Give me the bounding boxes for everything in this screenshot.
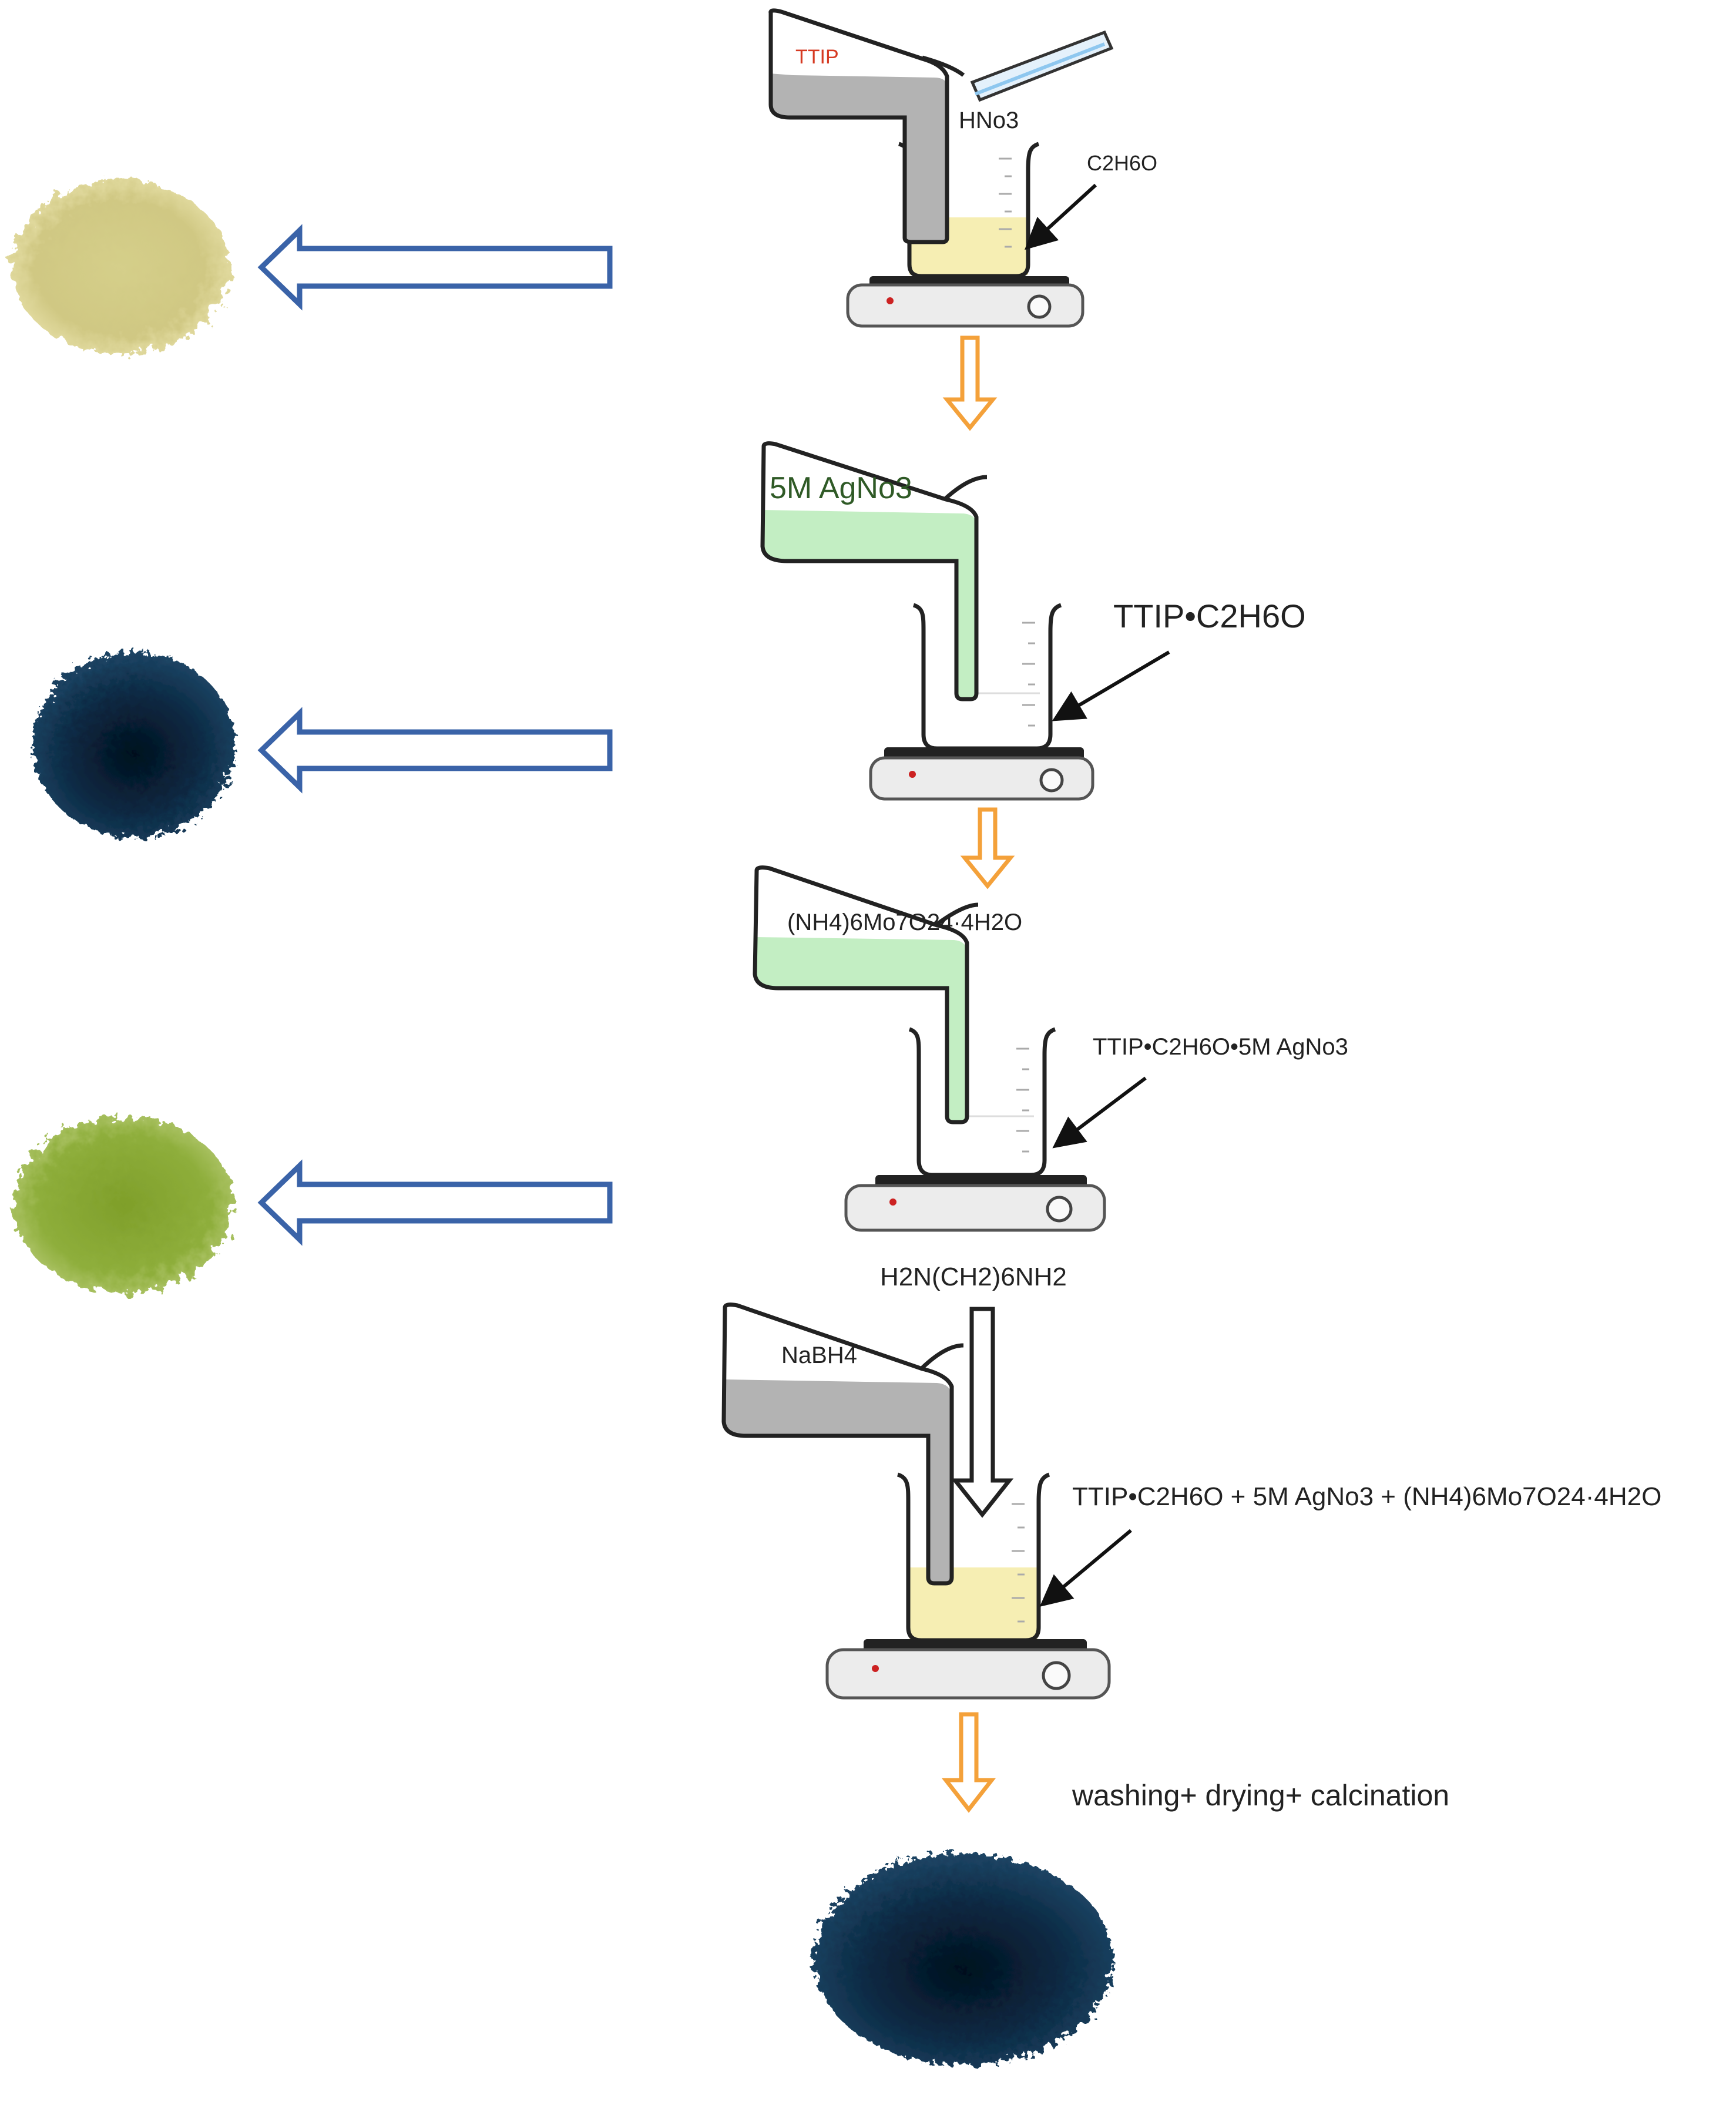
arrow-label: TTIP•C2H6O <box>1113 597 1306 634</box>
indicator-light-icon <box>872 1665 879 1672</box>
pipette-label: HNo3 <box>959 108 1019 133</box>
hotplate-icon <box>869 747 1094 801</box>
powder-sample-image <box>13 1116 234 1292</box>
pouring-flask-icon <box>721 1302 964 1586</box>
flask-label: 5M AgNo3 <box>770 471 912 505</box>
knob-icon <box>1027 294 1052 319</box>
hotplate-icon <box>825 1639 1111 1700</box>
process-label: washing+ drying+ calcination <box>1072 1779 1449 1812</box>
pouring-flask-icon <box>753 865 979 1124</box>
step-2: 5M AgNo3 TTIP•C2H6O <box>33 441 1306 838</box>
side-arrow-left <box>257 224 613 311</box>
flow-arrow-down <box>951 1307 1014 1518</box>
indicator-light-icon <box>887 297 894 304</box>
pipette-icon <box>970 30 1114 102</box>
beaker-icon <box>912 603 1062 751</box>
indicator-light-icon <box>889 1198 896 1206</box>
knob-icon <box>1042 1661 1071 1690</box>
arrow-label: TTIP•C2H6O•5M AgNo3 <box>1093 1034 1348 1060</box>
final-powder-image <box>814 1854 1113 2065</box>
flask-label: TTIP <box>795 46 839 68</box>
hotplate-icon <box>844 1175 1106 1232</box>
indicator-light-icon <box>909 771 916 778</box>
pointer-arrow <box>1052 650 1170 721</box>
beaker-icon <box>908 1027 1056 1177</box>
pouring-flask-icon <box>760 441 988 701</box>
flow-arrow-down <box>960 807 1015 889</box>
pointer-arrow <box>1039 1529 1132 1607</box>
top-label: H2N(CH2)6NH2 <box>880 1263 1067 1291</box>
flow-arrow-down <box>941 1712 996 1813</box>
pointer-arrow <box>1052 1076 1147 1149</box>
knob-icon <box>1046 1196 1073 1223</box>
arrow-label: C2H6O <box>1087 151 1157 175</box>
side-arrow-left <box>257 707 613 794</box>
arrow-label: TTIP•C2H6O + 5M AgNo3 + (NH4)6Mo7O24·4H2… <box>1072 1482 1661 1511</box>
side-arrow-left <box>257 1159 613 1246</box>
powder-sample-image <box>12 180 229 354</box>
powder-sample-image <box>33 652 235 838</box>
knob-icon <box>1039 768 1064 793</box>
flask-label: NaBH4 <box>781 1342 857 1368</box>
flow-arrow-down <box>942 335 998 431</box>
pouring-flask-icon <box>768 8 965 244</box>
flask-label: (NH4)6Mo7O24·4H2O <box>787 909 1022 935</box>
step-4: H2N(CH2)6NH2 NaBH4 TTIP•C2H6O + 5M AgNo3… <box>721 1263 1661 1700</box>
step-1: TTIP HNo3 C2H6O <box>12 8 1157 354</box>
hotplate-icon <box>846 276 1084 328</box>
step-3: (NH4)6Mo7O24·4H2O TTIP•C2H6O•5M AgNo3 <box>13 865 1348 1292</box>
pointer-arrow <box>1025 183 1097 250</box>
